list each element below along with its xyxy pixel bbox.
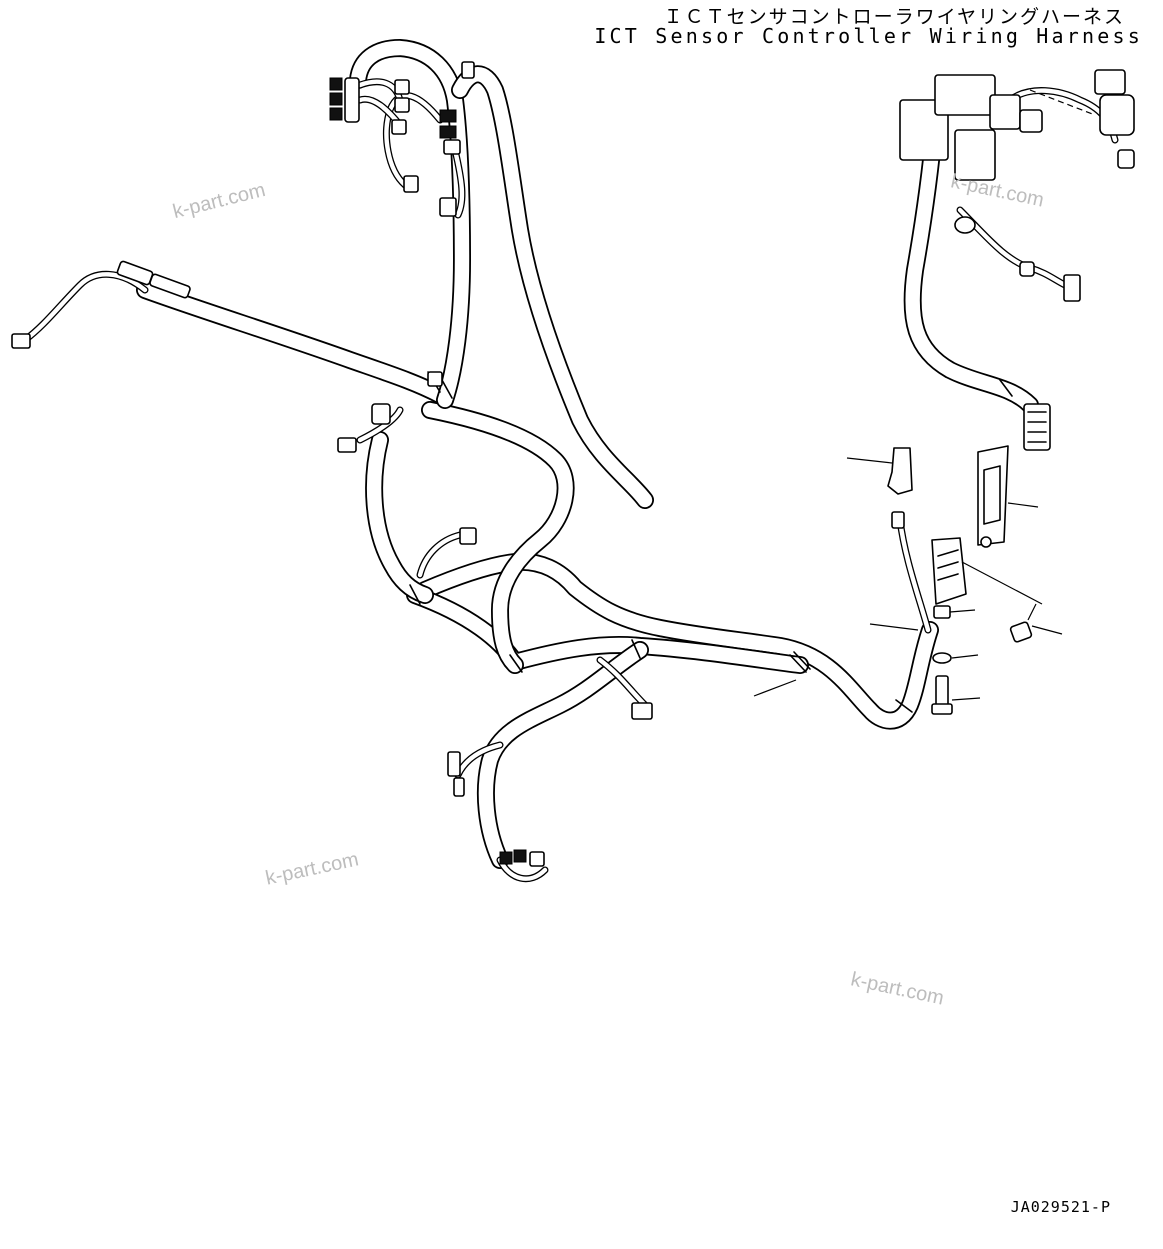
hardware [887, 445, 1033, 715]
leader-lines [753, 457, 1063, 701]
figure-code: JA029521-P [1010, 1198, 1111, 1216]
branch-wires [21, 78, 932, 883]
connectors [11, 61, 905, 867]
connector-left-end [11, 333, 31, 349]
cover-plate [977, 445, 1009, 546]
connector-mid-left [337, 437, 357, 453]
inset-harness-view [899, 69, 1135, 451]
title-english: ICT Sensor Controller Wiring Harness [594, 24, 1143, 48]
main-harness-sleeve [136, 39, 939, 869]
mounting-bracket [887, 447, 913, 495]
bolt-angled [1009, 621, 1033, 643]
bolt [935, 675, 949, 707]
washer [932, 652, 952, 664]
title-japanese: ＩＣＴセンサコントローラワイヤリングハーネス [663, 6, 1125, 28]
connector-bracket [931, 537, 967, 605]
clip [933, 605, 951, 619]
connector-lower-mid [631, 702, 653, 720]
